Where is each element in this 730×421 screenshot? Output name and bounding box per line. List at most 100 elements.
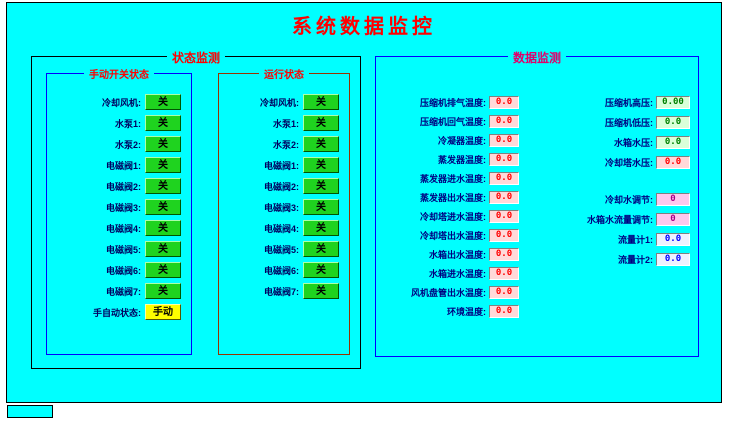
switch-button[interactable]: 关 [145, 136, 181, 152]
switch-row: 电磁阀2:关 [51, 178, 181, 194]
data-label: 冷凝器温度: [438, 136, 486, 146]
data-row: 水箱进水温度:0.0 [382, 266, 519, 281]
switch-row: 手自动状态: 手动 [51, 304, 181, 320]
manual-switch-panel: 手动开关状态 冷却风机:关水泵1:关水泵2:关电磁阀1:关电磁阀2:关电磁阀3:… [46, 66, 192, 355]
switch-button[interactable]: 关 [303, 220, 339, 236]
data-row: 水箱水压:0.0 [520, 135, 690, 150]
value-display: 0.0 [489, 267, 519, 280]
switch-row: 电磁阀5:关 [223, 241, 339, 257]
data-label: 流量计2: [617, 255, 653, 265]
switch-row: 电磁阀3:关 [223, 199, 339, 215]
switch-label: 水泵1: [272, 118, 299, 129]
data-row: 水箱出水温度:0.0 [382, 247, 519, 262]
switch-button[interactable]: 关 [145, 157, 181, 173]
page-title: 系统数据监控 [292, 16, 436, 38]
value-display: 0 [656, 213, 690, 226]
switch-row: 冷却风机:关 [51, 94, 181, 110]
switch-button[interactable]: 关 [145, 220, 181, 236]
switch-button[interactable]: 关 [145, 241, 181, 257]
value-display: 0.0 [489, 134, 519, 147]
data-label: 冷却塔进水温度: [420, 212, 486, 222]
switch-button[interactable]: 关 [145, 115, 181, 131]
data-label: 蒸发器进水温度: [420, 174, 486, 184]
data-label: 压缩机低压: [605, 118, 653, 128]
switch-button[interactable]: 关 [303, 283, 339, 299]
data-label: 风机盘管出水温度: [411, 288, 486, 298]
switch-button[interactable]: 关 [303, 115, 339, 131]
data-row: 冷却塔水压:0.0 [520, 155, 690, 170]
data-label: 压缩机回气温度: [420, 117, 486, 127]
switch-button[interactable]: 关 [145, 262, 181, 278]
switch-button[interactable]: 关 [145, 178, 181, 194]
switch-row: 水泵1: 关 [51, 115, 181, 131]
value-display: 0.0 [656, 233, 690, 246]
data-label: 流量计1: [617, 235, 653, 245]
value-display: 0.0 [656, 253, 690, 266]
switch-button[interactable]: 关 [303, 199, 339, 215]
data-row: 冷却塔进水温度:0.0 [382, 209, 519, 224]
switch-row: 电磁阀1:关 [51, 157, 181, 173]
switch-row: 电磁阀4: 关 [223, 220, 339, 236]
switch-row: 电磁阀2:关 [223, 178, 339, 194]
data-row: 冷却塔出水温度:0.0 [382, 228, 519, 243]
switch-button[interactable]: 手动 [145, 304, 181, 320]
data-label: 水箱进水温度: [429, 269, 486, 279]
switch-row: 冷却风机: 关 [223, 94, 339, 110]
value-display: 0.0 [656, 136, 690, 149]
switch-label: 电磁阀4: [105, 223, 141, 234]
switch-label: 电磁阀4: [263, 223, 299, 234]
status-section-label: 状态监测 [166, 49, 226, 66]
running-status-rows: 冷却风机:关水泵1:关水泵2:关电磁阀1:关电磁阀2:关电磁阀3:关电磁阀4:关… [223, 94, 339, 299]
value-display: 0.0 [489, 153, 519, 166]
switch-button[interactable]: 关 [145, 94, 181, 110]
data-row: 水箱水流量调节:0 [520, 212, 690, 227]
switch-label: 电磁阀3: [105, 202, 141, 213]
switch-row: 电磁阀6:关 [51, 262, 181, 278]
data-label: 水箱出水温度: [429, 250, 486, 260]
data-row: 蒸发器出水温度:0.0 [382, 190, 519, 205]
switch-button[interactable]: 关 [303, 157, 339, 173]
switch-label: 冷却风机: [260, 97, 299, 108]
data-label: 蒸发器温度: [438, 155, 486, 165]
value-display: 0.0 [489, 191, 519, 204]
switch-row: 水泵1: 关 [223, 115, 339, 131]
bottom-left-indicator [7, 405, 53, 418]
switch-row: 电磁阀4: 关 [51, 220, 181, 236]
data-row: 压缩机排气温度:0.0 [382, 95, 519, 110]
data-label: 压缩机排气温度: [420, 98, 486, 108]
data-row: 流量计2:0.0 [520, 252, 690, 267]
switch-label: 电磁阀7: [263, 286, 299, 297]
switch-button[interactable]: 关 [145, 199, 181, 215]
switch-button[interactable]: 关 [303, 178, 339, 194]
switch-row: 电磁阀7:关 [51, 283, 181, 299]
manual-switch-title: 手动开关状态 [84, 66, 154, 81]
switch-row: 水泵2:关 [223, 136, 339, 152]
switch-label: 手自动状态: [93, 307, 141, 318]
switch-button[interactable]: 关 [303, 94, 339, 110]
switch-button[interactable]: 关 [303, 262, 339, 278]
value-display: 0.00 [656, 96, 690, 109]
switch-label: 水泵1: [114, 118, 141, 129]
switch-button[interactable]: 关 [303, 241, 339, 257]
data-row: 压缩机低压:0.0 [520, 115, 690, 130]
main-screen: 系统数据监控 状态监测 手动开关状态 冷却风机:关水泵1:关水泵2:关电磁阀1:… [6, 2, 722, 403]
switch-row: 水泵2:关 [51, 136, 181, 152]
data-row: 冷凝器温度:0.0 [382, 133, 519, 148]
switch-button[interactable]: 关 [145, 283, 181, 299]
value-display: 0.0 [489, 172, 519, 185]
data-label: 冷却塔水压: [605, 158, 653, 168]
switch-label: 电磁阀1: [263, 160, 299, 171]
switch-row: 电磁阀1: 关 [223, 157, 339, 173]
data-row: 流量计1:0.0 [520, 232, 690, 247]
switch-button[interactable]: 关 [303, 136, 339, 152]
manual-switch-rows: 冷却风机:关水泵1:关水泵2:关电磁阀1:关电磁阀2:关电磁阀3:关电磁阀4:关… [51, 94, 181, 320]
value-display: 0 [656, 193, 690, 206]
data-row: 冷却水调节:0 [520, 192, 690, 207]
value-display: 0.0 [489, 115, 519, 128]
data-row: 蒸发器温度:0.0 [382, 152, 519, 167]
